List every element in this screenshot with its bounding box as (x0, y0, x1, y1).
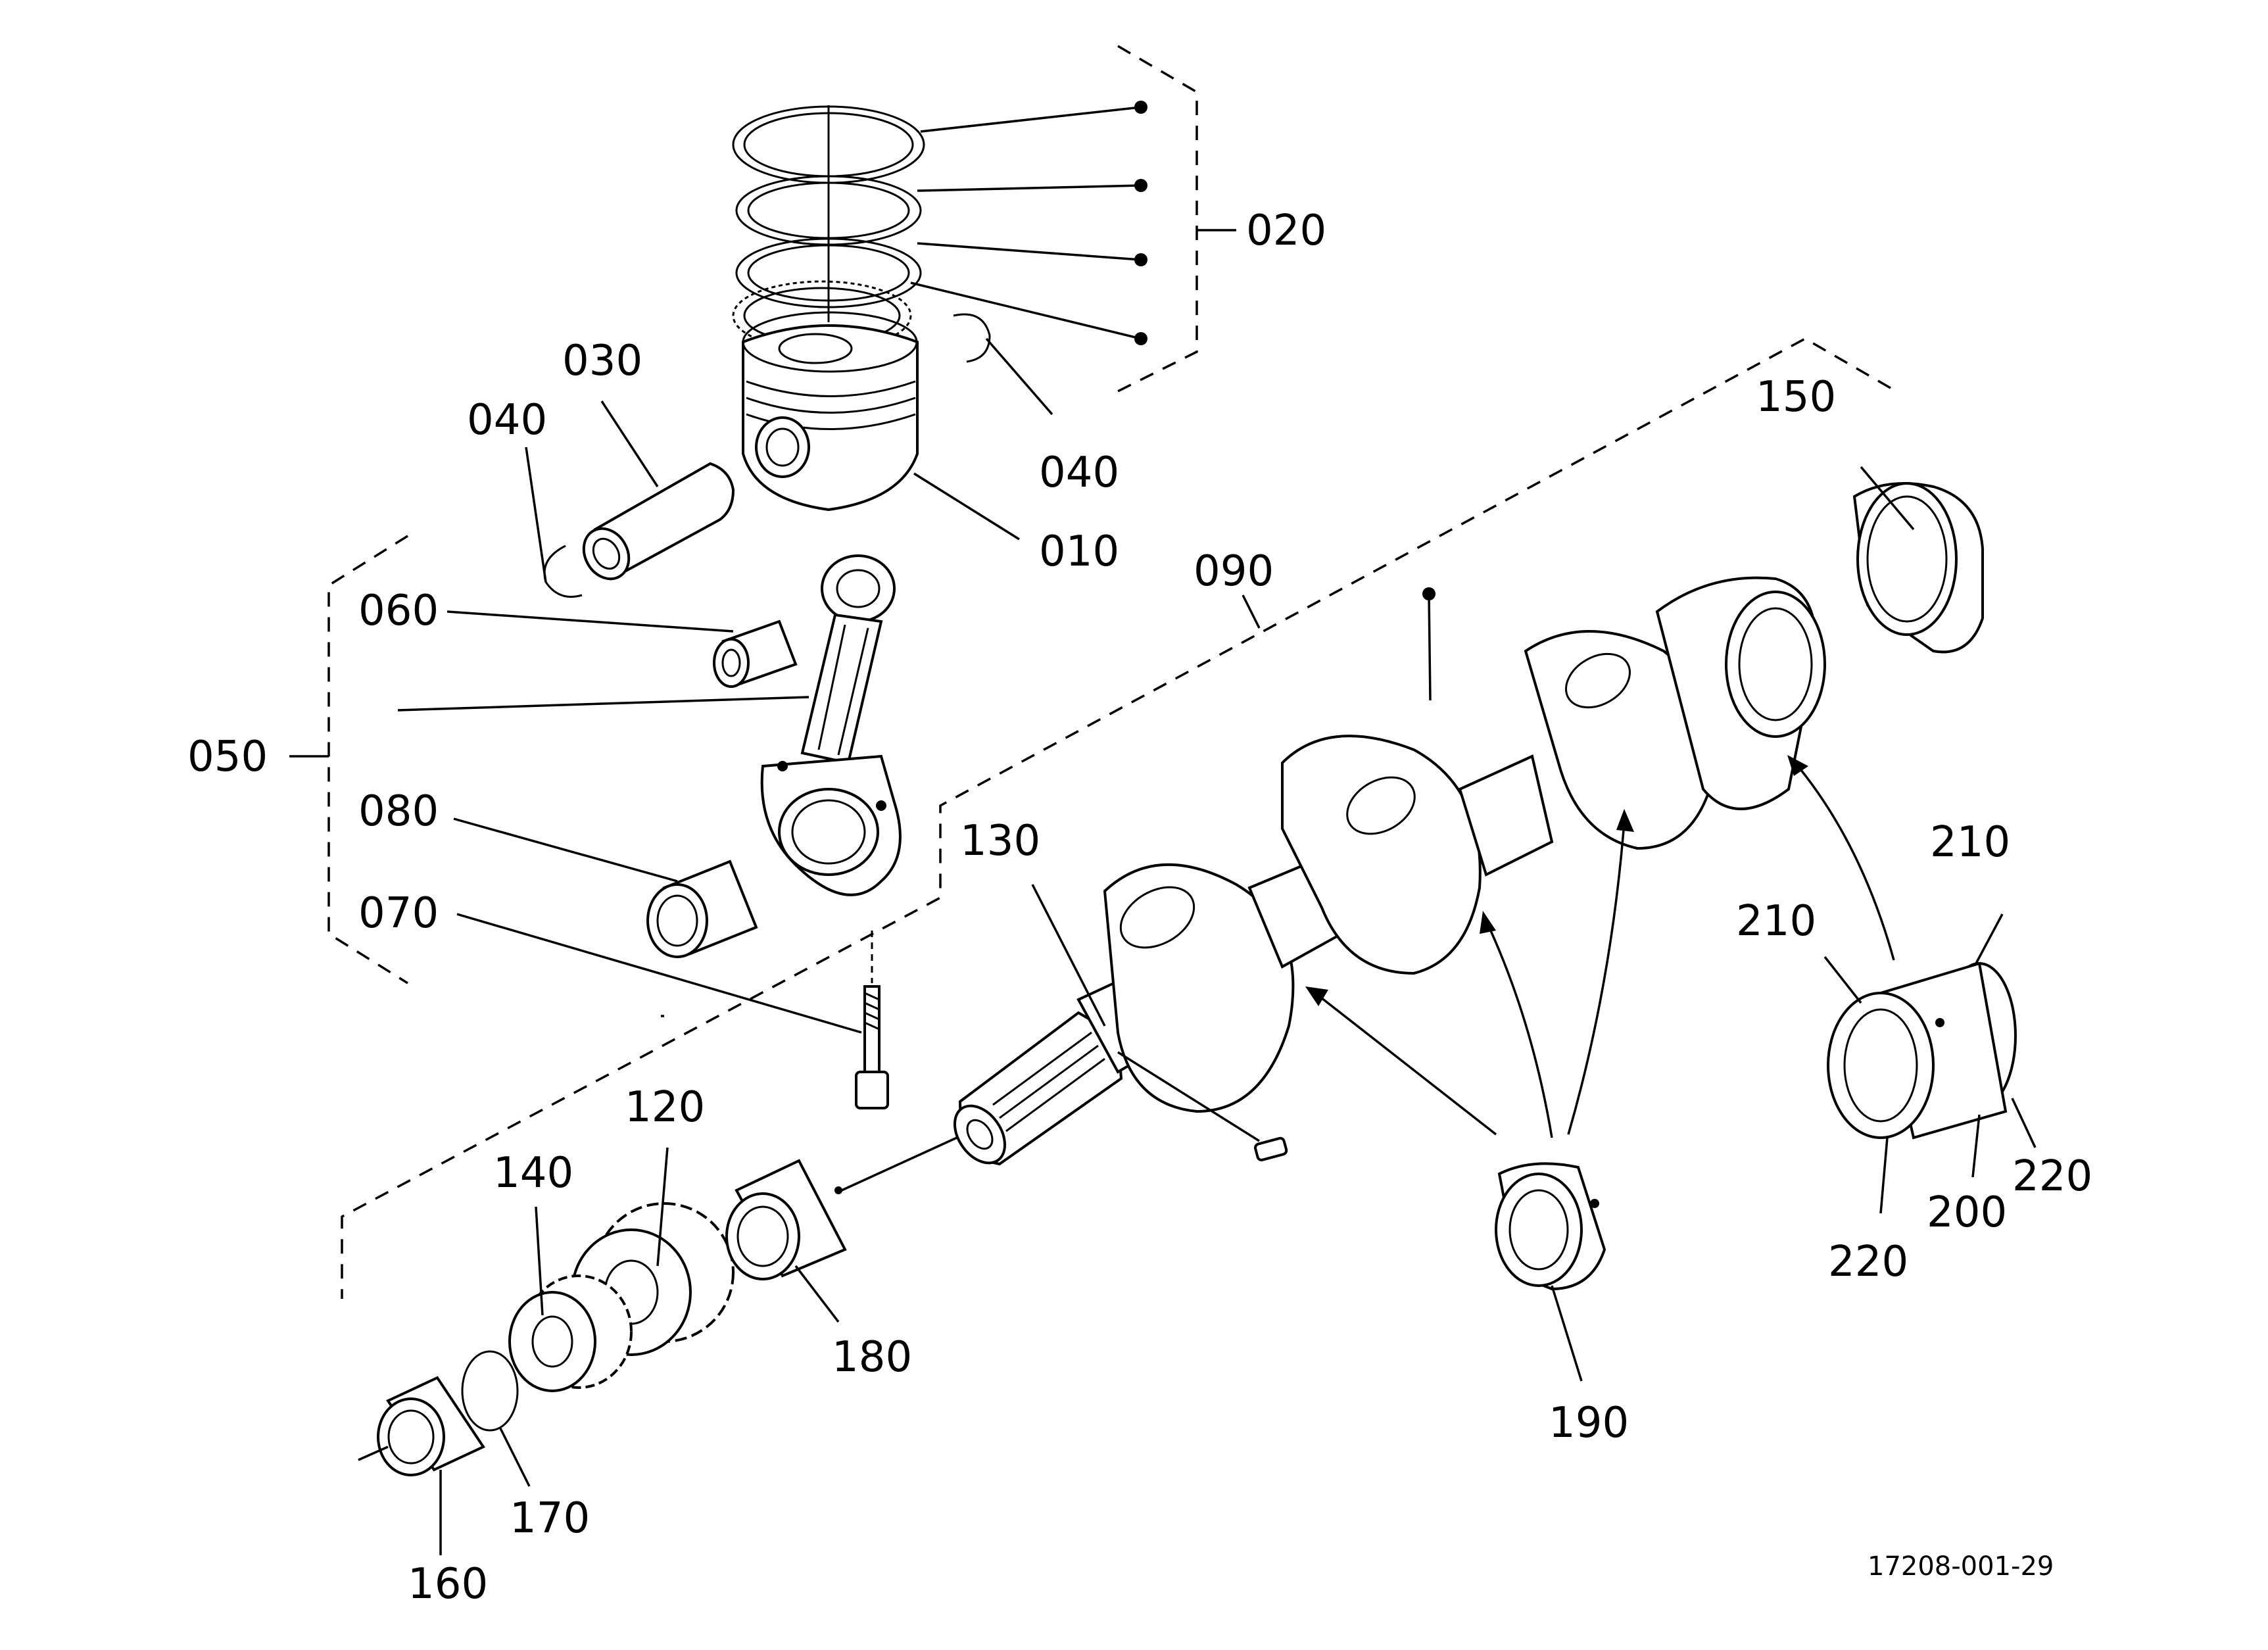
callout-210-left: 210 (1736, 897, 1816, 946)
callout-170: 170 (510, 1494, 590, 1543)
callout-130: 130 (960, 817, 1040, 865)
callout-090: 090 (1194, 547, 1274, 596)
callout-160: 160 (408, 1560, 488, 1609)
rod-bolt (855, 931, 889, 1109)
crankshaft-key (1117, 1051, 1288, 1161)
rear-bushing (1852, 482, 1984, 654)
callout-220-right: 220 (2012, 1152, 2092, 1201)
o-ring (461, 1350, 519, 1432)
center-bearing (1495, 1162, 1606, 1291)
callout-060: 060 (358, 587, 439, 635)
rod-bearing (646, 860, 758, 958)
callout-150: 150 (1756, 373, 1836, 422)
piston-pin (582, 462, 735, 581)
callout-010: 010 (1039, 527, 1119, 576)
callout-040-left: 040 (467, 396, 547, 445)
circlip-right (953, 313, 991, 363)
circlip-left (543, 545, 583, 598)
group-bracket-050 (289, 535, 408, 984)
callout-020: 020 (1246, 206, 1326, 255)
callout-190: 190 (1549, 1399, 1629, 1447)
assembly-arrows (1305, 755, 1895, 1138)
front-axis-line (358, 1445, 389, 1461)
callout-leaders (397, 337, 2037, 1555)
callout-200: 200 (1927, 1188, 2007, 1237)
collar (725, 1159, 847, 1280)
piston-ring-leaders (910, 101, 1147, 345)
callout-220-left: 220 (1828, 1238, 1908, 1286)
callout-050: 050 (187, 733, 268, 781)
piston (742, 311, 919, 512)
front-bushing (377, 1376, 485, 1476)
callout-120: 120 (625, 1083, 705, 1132)
callout-030: 030 (562, 337, 642, 385)
callout-140: 140 (493, 1149, 573, 1198)
small-end-bushing (713, 619, 798, 688)
callout-210-right: 210 (1930, 818, 2010, 867)
piston-rings (732, 105, 925, 351)
shaft-axis-line (841, 1136, 957, 1192)
callout-180: 180 (832, 1333, 912, 1382)
drawing-reference-number: 17208-001-29 (1868, 1551, 2054, 1582)
callout-040-right: 040 (1039, 449, 1119, 497)
callout-080: 080 (358, 787, 439, 836)
main-bearing-case (1827, 961, 2017, 1140)
group-bracket-090 (341, 337, 1891, 1299)
connecting-rod (760, 554, 902, 896)
callout-070: 070 (358, 889, 439, 938)
oil-pump-gear (508, 1274, 633, 1392)
crankshaft (953, 576, 1826, 1166)
group-bracket-020 (1111, 45, 1236, 396)
